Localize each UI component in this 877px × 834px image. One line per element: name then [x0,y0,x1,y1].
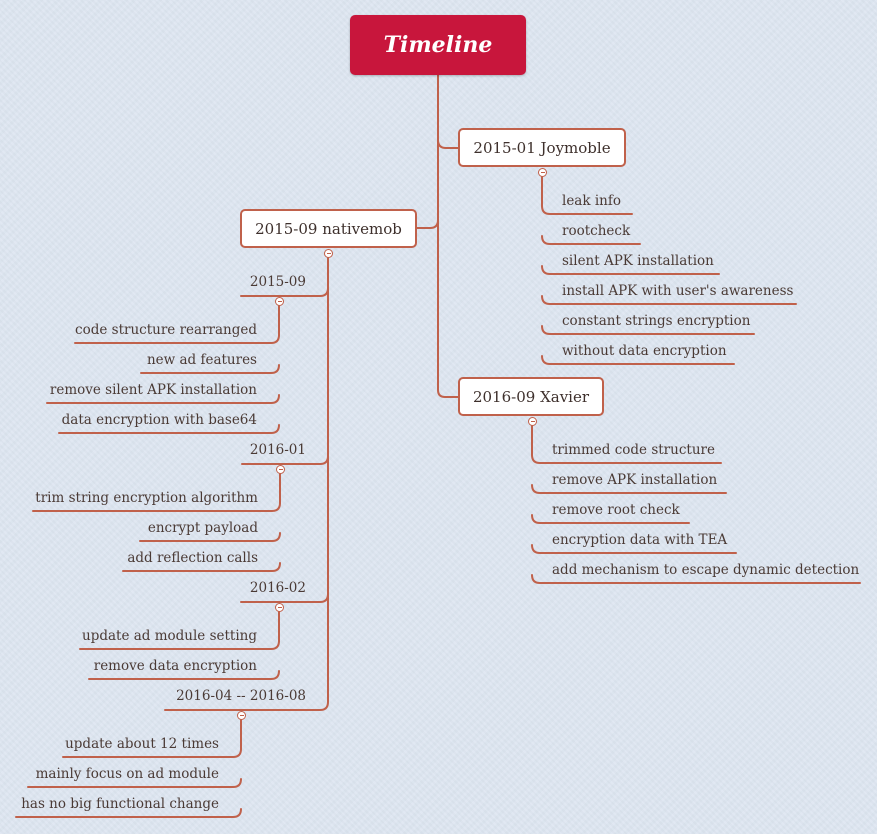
connector-line [531,454,722,464]
connector-line [79,640,280,650]
joymoble-item[interactable]: constant strings encryption [562,313,751,329]
nativemob-item[interactable]: encrypt payload [147,520,258,536]
nativemob-item[interactable]: data encryption with base64 [61,412,257,428]
connector-line [541,295,797,305]
collapse-toggle-icon[interactable] [275,603,284,612]
nativemob-group-label[interactable]: 2016-01 [249,442,306,458]
collapse-toggle-icon[interactable] [275,297,284,306]
branch-node-xavier[interactable]: 2016-09 Xavier [458,377,604,416]
connector-line [531,574,861,584]
xavier-item[interactable]: add mechanism to escape dynamic detectio… [552,562,860,578]
nativemob-group-label[interactable]: 2015-09 [249,274,306,290]
nativemob-item[interactable]: code structure rearranged [75,322,257,338]
connector-line [46,394,280,404]
connector-line [32,502,281,512]
connector-line [74,334,280,344]
joymoble-item[interactable]: leak info [562,193,621,209]
collapse-toggle-icon[interactable] [276,465,285,474]
connector-line [541,355,735,365]
connector-line [541,325,755,335]
joymoble-item[interactable]: without data encryption [562,343,727,359]
nativemob-item[interactable]: remove silent APK installation [49,382,257,398]
connector-line [240,287,329,297]
nativemob-item[interactable]: remove data encryption [93,658,257,674]
connector-line [541,265,720,275]
connector-line [58,424,280,434]
nativemob-item[interactable]: update about 12 times [65,736,219,752]
connector-line [541,205,633,215]
xavier-item[interactable]: trimmed code structure [552,442,715,458]
connector-line [437,74,459,398]
nativemob-item[interactable]: mainly focus on ad module [35,766,219,782]
collapse-toggle-icon[interactable] [324,249,333,258]
joymoble-item[interactable]: rootcheck [562,223,631,239]
connector-line [88,670,280,680]
nativemob-item[interactable]: trim string encryption algorithm [35,490,258,506]
nativemob-item[interactable]: has no big functional change [21,796,219,812]
branch-node-nativemob[interactable]: 2015-09 nativemob [240,209,417,248]
nativemob-group-label[interactable]: 2016-02 [249,580,306,596]
branch-node-joymoble[interactable]: 2015-01 Joymoble [458,128,626,167]
collapse-toggle-icon[interactable] [538,168,547,177]
connector-line [140,364,280,374]
connector-line [27,778,242,788]
connector-line [139,532,281,542]
connector-line [62,748,242,758]
connector-line [531,544,737,554]
connector-line [164,257,329,711]
connector-line [541,235,641,245]
connector-line [122,562,281,572]
nativemob-item[interactable]: update ad module setting [82,628,257,644]
joymoble-item[interactable]: silent APK installation [562,253,714,269]
root-node[interactable]: Timeline [350,15,526,75]
connector-line [15,808,242,818]
nativemob-item[interactable]: new ad features [146,352,257,368]
nativemob-item[interactable]: add reflection calls [127,550,258,566]
connector-line [531,514,690,524]
xavier-item[interactable]: encryption data with TEA [552,532,728,548]
connector-line [437,139,459,149]
collapse-toggle-icon[interactable] [237,711,246,720]
collapse-toggle-icon[interactable] [528,417,537,426]
nativemob-group-label[interactable]: 2016-04 -- 2016-08 [176,688,306,704]
connector-line [241,455,329,465]
xavier-item[interactable]: remove root check [552,502,680,518]
connector-line [531,484,727,494]
xavier-item[interactable]: remove APK installation [552,472,718,488]
connector-line [416,219,439,229]
connector-line [240,593,329,603]
joymoble-item[interactable]: install APK with user's awareness [562,283,794,299]
